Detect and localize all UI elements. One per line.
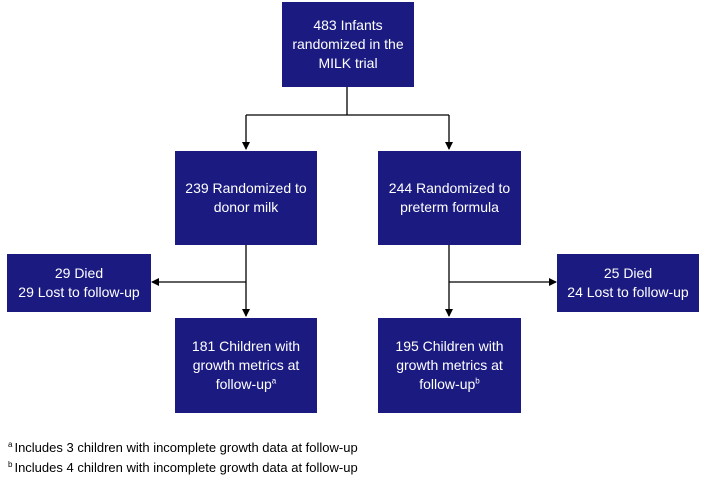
box-line-text: follow-up — [419, 376, 476, 392]
footnote-text: Includes 3 children with incomplete grow… — [14, 440, 358, 455]
box-line: 25 Died — [603, 265, 653, 281]
donor-milk-box: 239 Randomized to donor milk — [175, 151, 317, 245]
box-line: growth metrics at — [396, 357, 503, 373]
box-line-text: follow-up — [215, 376, 272, 392]
box-line: follow-upb — [419, 375, 479, 394]
preterm-formula-box: 244 Randomized to preterm formula — [378, 151, 521, 245]
box-line: 483 Infants — [313, 17, 383, 33]
box-line: donor milk — [213, 199, 279, 215]
donor-lost-box: 29 Died 29 Lost to follow-up — [7, 254, 151, 312]
box-line: follow-upa — [216, 375, 276, 394]
box-line: 24 Lost to follow-up — [567, 284, 689, 300]
box-line: 195 Children with — [395, 338, 504, 354]
box-line: 29 Lost to follow-up — [18, 284, 140, 300]
box-line: 29 Died — [54, 265, 104, 281]
box-line: growth metrics at — [192, 357, 300, 373]
donor-final-box: 181 Children with growth metrics at foll… — [175, 318, 317, 413]
footnote-marker: a — [8, 439, 13, 449]
box-line: 239 Randomized to — [185, 180, 307, 196]
box-line: MILK trial — [318, 55, 378, 71]
randomized-infants-box: 483 Infants randomized in the MILK trial — [282, 2, 414, 87]
footnote-marker: b — [8, 459, 13, 469]
box-line: preterm formula — [400, 199, 499, 215]
box-line: 244 Randomized to — [388, 180, 511, 196]
box-line: randomized in the — [292, 36, 404, 52]
footnote-marker: a — [271, 376, 277, 386]
formula-lost-box: 25 Died 24 Lost to follow-up — [557, 254, 699, 312]
box-line: 181 Children with — [191, 338, 301, 354]
footnote-text: Includes 4 children with incomplete grow… — [14, 460, 358, 475]
footnote-marker: b — [475, 376, 480, 386]
formula-final-box: 195 Children with growth metrics at foll… — [378, 318, 521, 413]
